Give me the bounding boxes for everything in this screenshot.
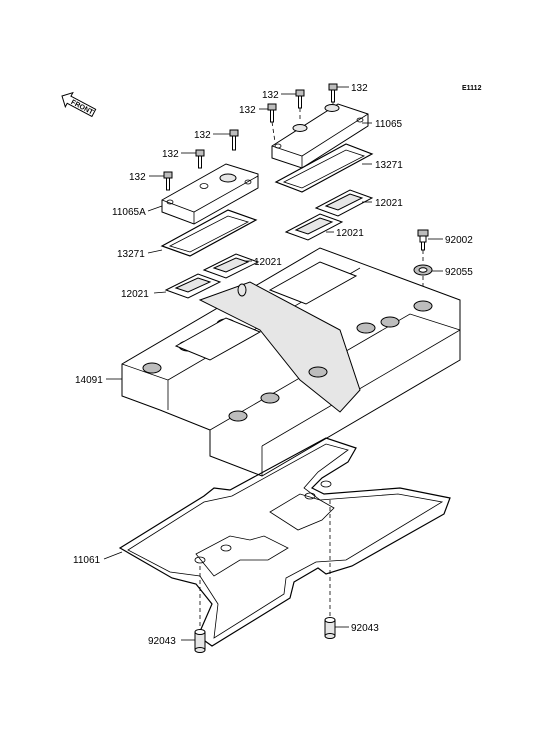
label-11065a: 11065A [112,207,146,218]
label-92002: 92002 [445,235,473,246]
bolt-132-left-b [195,149,205,169]
bolt-132-right-a [295,89,305,109]
diagram-code: E1112 [462,85,482,92]
label-92043-right: 92043 [351,623,379,634]
label-12021-b: 12021 [336,228,364,239]
bolt-92002 [417,229,429,251]
dowel-pin-92043-right [324,617,336,639]
label-12021-c: 12021 [254,257,282,268]
front-arrow-icon: FRONT [61,91,97,118]
reed-plate-12021-c [202,253,260,279]
label-11061: 11061 [73,555,101,566]
washer-92055 [413,264,433,276]
label-132-a: 132 [262,90,279,101]
label-12021-a: 12021 [375,198,403,209]
bolt-132-left-c [163,171,173,191]
leader-lines [103,86,443,641]
label-13271-right: 13271 [375,160,403,171]
breather-cover-left [161,163,259,225]
label-132-e: 132 [162,149,179,160]
front-label: FRONT [70,99,95,117]
reed-plate-12021-a [314,189,374,217]
label-14091: 14091 [75,375,103,386]
label-132-b: 132 [351,83,368,94]
breather-cover-right [271,103,369,169]
gasket-13271-right [274,143,374,193]
dowel-pin-92043-left [194,629,206,653]
bolt-132-right-c [267,103,277,123]
label-11065: 11065 [375,119,403,130]
bolt-132-right-b [328,83,338,103]
bolt-132-left-a [229,129,239,151]
label-92043-left: 92043 [148,636,176,647]
label-132-f: 132 [129,172,146,183]
label-132-d: 132 [194,130,211,141]
label-12021-d: 12021 [121,289,149,300]
gasket-13271-left [160,209,258,257]
label-13271-left: 13271 [117,249,145,260]
reed-plate-12021-d [164,273,222,299]
cylinder-head-cover [121,247,461,477]
label-132-c: 132 [239,105,256,116]
label-92055: 92055 [445,267,473,278]
reed-plate-12021-b [284,213,344,241]
head-cover-gasket [118,437,451,647]
